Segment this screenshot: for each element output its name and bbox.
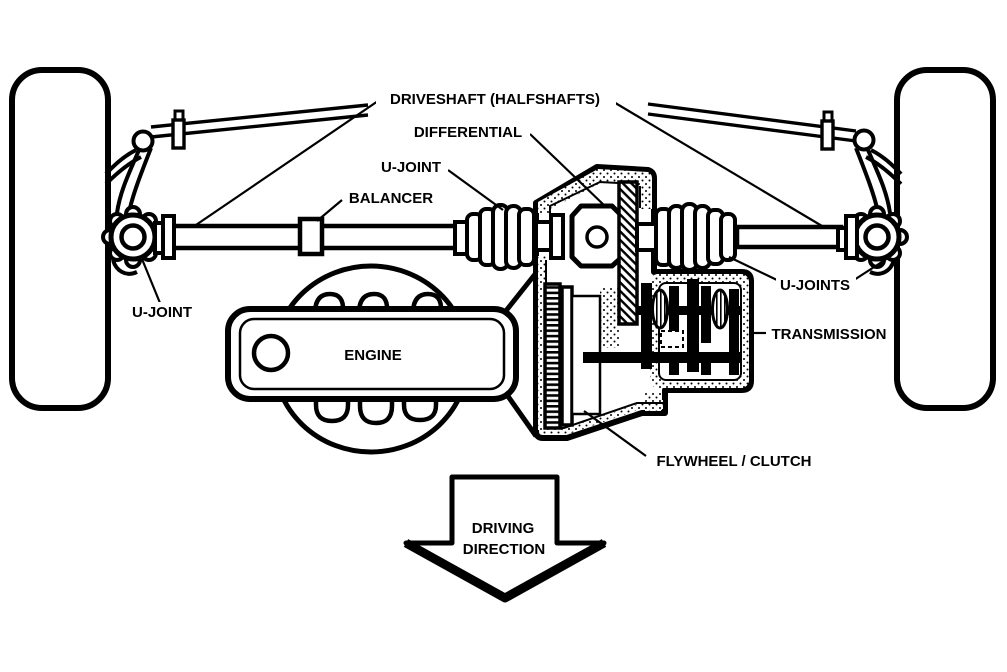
driving-direction-line1: DRIVING <box>472 520 535 537</box>
left-steering-knuckle <box>104 147 153 276</box>
label-differential: DIFFERENTIAL <box>414 124 522 141</box>
leader-lines <box>140 100 889 457</box>
label-u-joint-inner: U-JOINT <box>381 159 441 176</box>
left-tie-rod <box>150 103 369 139</box>
clutch-pocket-stipple <box>600 288 619 348</box>
housing-stipple-foot <box>645 392 661 411</box>
left-wheel <box>9 67 111 411</box>
housing-stipple-left-wall <box>538 256 546 430</box>
leader-u-joint-left <box>140 258 162 304</box>
label-backgrounds <box>126 89 894 468</box>
clutch-disc <box>560 285 602 427</box>
left-cv-boot <box>453 203 536 271</box>
left-u-joint-assembly <box>101 205 176 269</box>
differential-carrier <box>534 203 624 269</box>
label-driveshaft: DRIVESHAFT (HALFSHAFTS) <box>390 91 600 108</box>
label-flywheel-clutch: FLYWHEEL / CLUTCH <box>656 453 811 470</box>
driving-direction-arrow: DRIVING DIRECTION <box>403 474 607 603</box>
right-cv-boot <box>654 202 737 272</box>
leader-u-joint-inner <box>447 169 504 211</box>
balancer-weight <box>297 216 325 257</box>
leader-u-joints-right-b <box>853 257 889 281</box>
leader-flywheel-clutch <box>583 410 647 457</box>
right-halfshaft <box>734 224 844 250</box>
left-ball-joint <box>131 129 155 153</box>
driving-direction-line2: DIRECTION <box>463 541 546 558</box>
housing-stipple-peak <box>538 169 652 213</box>
right-ball-joint <box>852 128 876 152</box>
left-tie-rod-adjuster <box>171 109 186 150</box>
valve-cover <box>225 306 519 402</box>
idler-gear-dashed <box>660 330 684 348</box>
label-transmission: TRANSMISSION <box>771 326 886 343</box>
label-u-joint-left: U-JOINT <box>132 304 192 321</box>
leader-u-joints-right-a <box>728 256 778 281</box>
right-wheel <box>894 67 996 411</box>
right-u-joint-assembly <box>836 205 909 269</box>
oil-cap <box>251 333 291 373</box>
label-balancer: BALANCER <box>349 190 433 207</box>
transmission-gears <box>583 279 742 375</box>
right-tie-rod-adjuster <box>820 110 835 151</box>
ring-gear <box>617 180 639 326</box>
bell-housing-funnel <box>502 271 539 438</box>
leader-driveshaft-right <box>611 100 823 227</box>
leader-balancer <box>316 199 343 222</box>
leader-driveshaft-left <box>192 100 379 228</box>
flywheel <box>543 282 562 430</box>
engine-label: ENGINE <box>344 347 402 364</box>
label-u-joints-right: U-JOINTS <box>780 277 850 294</box>
right-steering-knuckle <box>854 147 903 276</box>
leader-differential <box>529 133 607 208</box>
